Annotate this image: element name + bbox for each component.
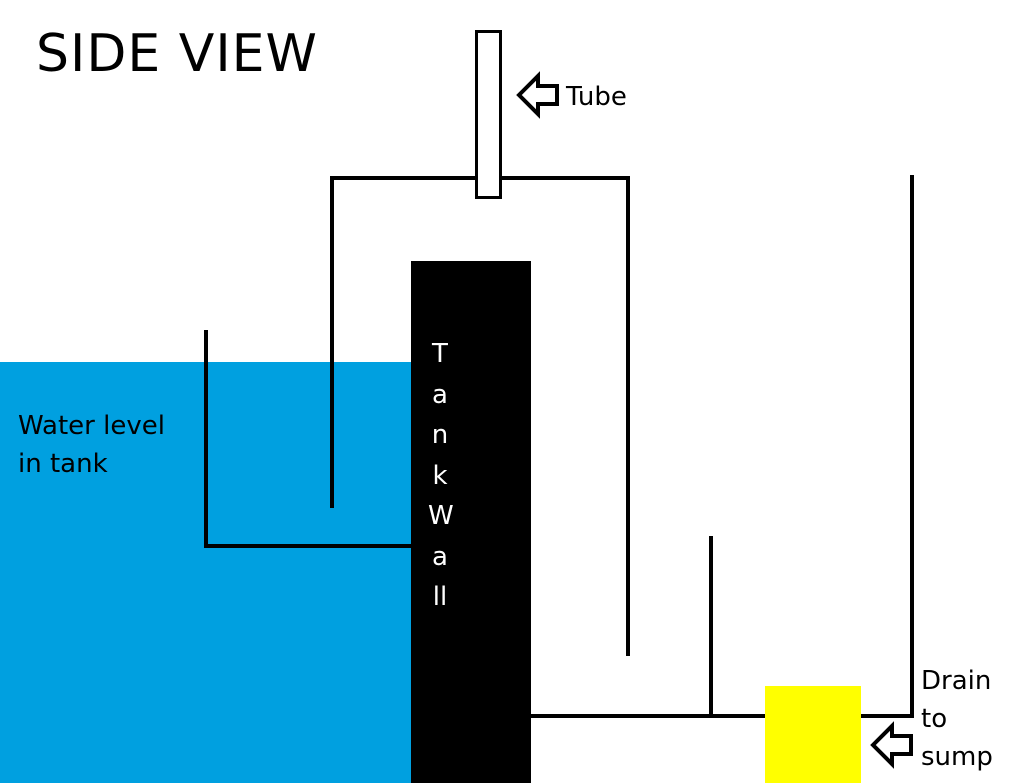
tank-wall-letter: n: [431, 420, 449, 450]
tank-wall-letter: k: [432, 460, 448, 491]
tank-wall-letter: W: [428, 501, 454, 531]
tube-arrow-icon: [516, 71, 559, 119]
overflow-box-left-wall: [204, 330, 208, 548]
drain-label-line: Drain: [921, 666, 992, 696]
water-level-label-line: in tank: [18, 449, 108, 479]
overflow-box-bottom: [204, 544, 412, 548]
drain-label-line: sump: [921, 742, 993, 772]
drain-box: [765, 686, 861, 783]
drain-label: Drain to sump: [921, 662, 993, 776]
diagram-title: SIDE VIEW: [36, 24, 318, 84]
drain-arrow-icon: [870, 721, 913, 769]
tank-wall-letter: ll: [432, 582, 448, 612]
inner-weir: [709, 536, 713, 716]
water-level-label-line: Water level: [18, 411, 165, 441]
outer-box-right-wall: [910, 175, 914, 718]
air-tube: [475, 30, 502, 199]
outer-box-bottom: [530, 714, 914, 718]
drain-label-line: to: [921, 704, 948, 734]
siphon-left-leg: [330, 177, 334, 508]
tank-wall-letter: T: [432, 339, 448, 369]
siphon-right-leg: [626, 176, 630, 656]
tank-wall-letter: a: [432, 379, 448, 410]
tube-label: Tube: [566, 82, 627, 112]
water-level-label: Water level in tank: [18, 407, 165, 483]
tank-wall: [411, 261, 531, 783]
tank-wall-label: T a n k W a ll: [428, 334, 454, 618]
tank-wall-letter: a: [432, 541, 448, 572]
